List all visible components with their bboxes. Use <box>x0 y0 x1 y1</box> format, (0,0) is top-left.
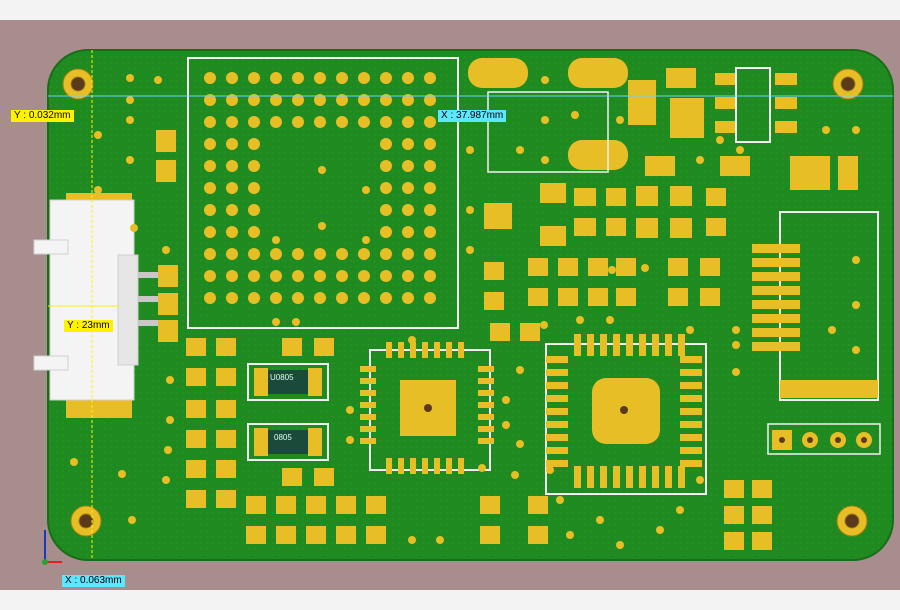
measure-x-bottom-label: X : 0.063mm <box>62 575 125 587</box>
bottom-right-passives <box>724 480 772 550</box>
passive-components <box>484 183 726 341</box>
inductor-2-marking: 0805 <box>274 433 292 442</box>
bottom-border <box>0 590 900 610</box>
left-passives <box>156 130 548 544</box>
qfn-chip-right <box>545 334 707 495</box>
bga-module <box>187 57 459 329</box>
measurement-guides <box>48 50 893 560</box>
rf-module <box>752 211 879 401</box>
mounting-holes <box>62 68 868 537</box>
qfn-chip-left <box>360 342 494 474</box>
crystal <box>468 58 628 173</box>
vias <box>70 74 860 549</box>
inductor-1-marking: U0805 <box>270 373 294 382</box>
pcb-3d-viewport[interactable]: Y : 0.032mm X : 37.987mm Y : 23mm X : 0.… <box>0 20 900 590</box>
measure-y-mid-label: Y : 23mm <box>64 320 113 332</box>
measure-x-top-label: X : 37.987mm <box>438 110 507 122</box>
measure-y-top-label: Y : 0.032mm <box>11 110 74 122</box>
top-right-parts <box>628 67 858 190</box>
pcb-render <box>33 49 894 565</box>
pin-header <box>767 423 881 455</box>
axis-gizmo <box>42 530 62 565</box>
inductors <box>247 363 329 461</box>
top-border <box>0 0 900 20</box>
